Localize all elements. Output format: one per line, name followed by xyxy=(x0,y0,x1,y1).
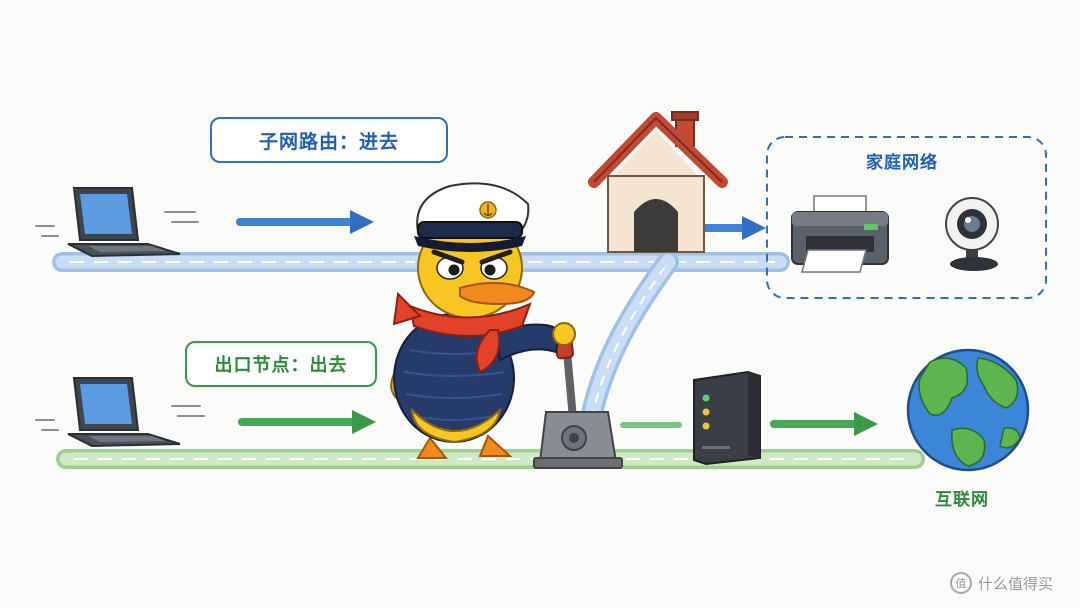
router-icon xyxy=(693,370,761,466)
webcam-icon xyxy=(945,197,999,271)
internet-label: 互联网 xyxy=(935,490,989,510)
globe-icon xyxy=(906,348,1030,472)
printer-icon xyxy=(791,195,889,273)
exit-arrow xyxy=(238,410,376,434)
smzdm-logo-icon: 值 xyxy=(950,572,972,594)
home-network-title: 家庭网络 xyxy=(866,153,938,173)
watermark-text: 什么值得买 xyxy=(978,574,1054,593)
laptop-icon xyxy=(67,377,181,448)
duck-captain-mascot-icon xyxy=(390,182,576,459)
speed-lines xyxy=(35,211,199,237)
subnet-route-label: 子网路由：进去 xyxy=(210,117,448,163)
exit-arrow xyxy=(620,412,878,436)
laptop-icon xyxy=(67,187,181,258)
subnet-arrow xyxy=(236,210,374,234)
speed-lines xyxy=(35,405,205,431)
home-network-box xyxy=(766,136,1047,299)
watermark: 值 什么值得买 xyxy=(950,572,1053,594)
house-icon xyxy=(588,111,728,253)
exit-node-label: 出口节点：出去 xyxy=(185,341,377,387)
branch-road xyxy=(579,251,679,436)
